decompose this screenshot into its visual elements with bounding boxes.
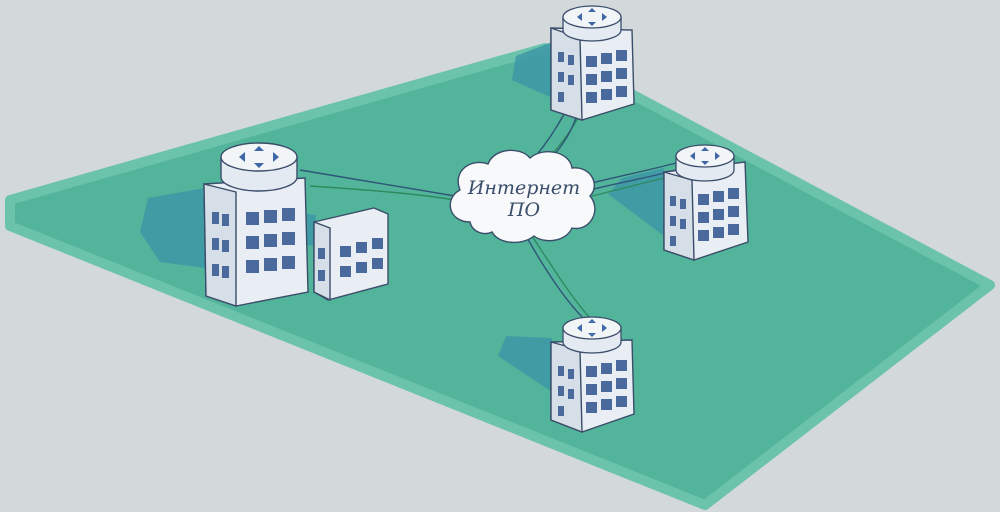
- link-left: [299, 169, 456, 197]
- ground-plane: [5, 43, 995, 510]
- router-right: [675, 144, 735, 182]
- windows-right: [670, 188, 739, 246]
- link-left-2: [309, 185, 456, 201]
- windows-left: [212, 208, 295, 278]
- internet-cloud: Интернет ПО: [449, 149, 596, 243]
- link-right-3: [587, 161, 681, 185]
- building-left-annex: [313, 207, 389, 302]
- router-right-arrows-icon: [690, 147, 720, 165]
- router-bottom-arrows-icon: [577, 319, 607, 337]
- building-left: [203, 177, 309, 307]
- shadows: [140, 42, 664, 392]
- link-bottom: [524, 233, 586, 321]
- building-top: [550, 27, 635, 121]
- cloud-label-line2: ПО: [507, 199, 541, 221]
- cloud-label-line1: Интернет: [467, 177, 580, 199]
- router-left-arrows-icon: [239, 146, 279, 168]
- windows-annex: [318, 238, 383, 281]
- shadow-right: [608, 168, 664, 236]
- router-bottom: [562, 316, 622, 354]
- windows-bottom: [558, 360, 627, 416]
- link-bottom-2: [531, 235, 591, 319]
- shadow-bottom: [498, 336, 552, 392]
- windows-top: [558, 50, 627, 103]
- building-bottom: [550, 339, 635, 434]
- shadow-top: [512, 42, 552, 98]
- router-left: [220, 142, 298, 192]
- shadow-left: [140, 188, 205, 268]
- router-top: [562, 5, 622, 42]
- cloud-shape: [449, 149, 596, 243]
- building-right: [663, 161, 749, 261]
- router-top-arrows-icon: [577, 8, 607, 26]
